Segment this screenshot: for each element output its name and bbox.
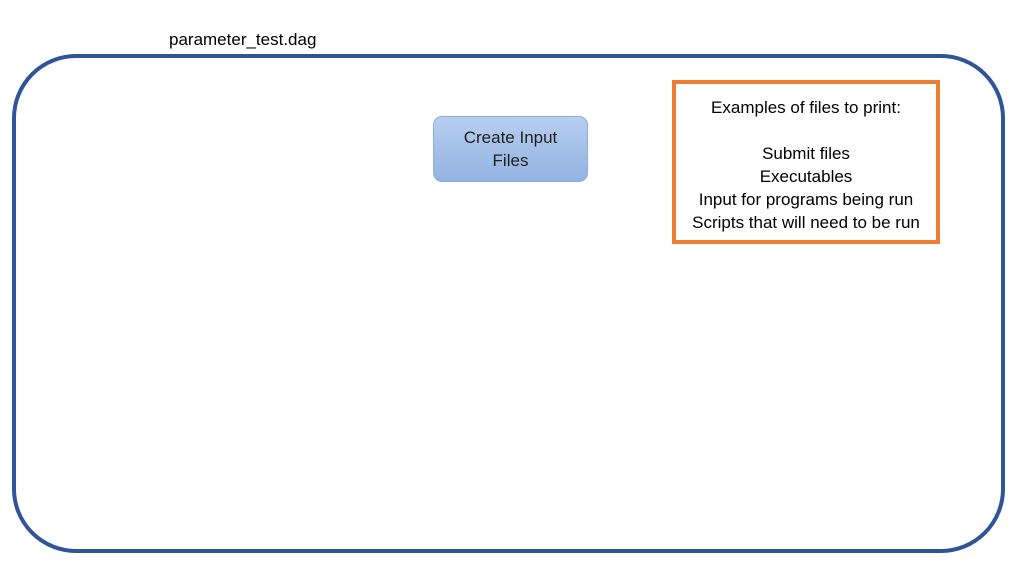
node-create-input-files[interactable]: Create Input Files <box>433 116 588 182</box>
note-item-submit-files: Submit files <box>762 144 850 163</box>
note-item-program-input: Input for programs being run <box>698 190 914 209</box>
node-label: Create Input Files <box>463 128 558 170</box>
note-heading: Examples of files to print: <box>711 98 901 117</box>
note-spacer <box>676 119 936 142</box>
files-to-print-note: Examples of files to print: Submit files… <box>672 80 940 244</box>
note-item-scripts: Scripts that will need to be run <box>692 213 920 232</box>
dag-file-title: parameter_test.dag <box>169 30 317 49</box>
note-item-executables: Executables <box>759 167 853 186</box>
